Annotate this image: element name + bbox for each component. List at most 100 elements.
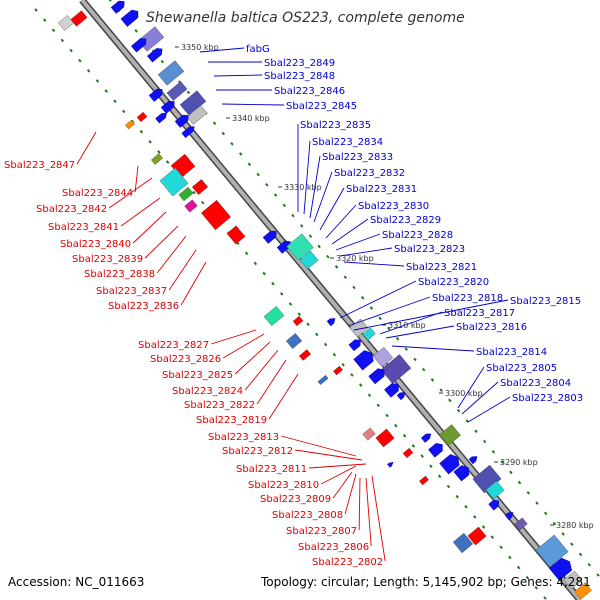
tick-dot (104, 89, 108, 93)
gene-box (535, 534, 569, 568)
tick-dot (587, 562, 592, 567)
forward-gene-label[interactable]: Sbal223_2820 (418, 277, 489, 288)
tick-dot (238, 152, 243, 156)
gene-box (467, 526, 487, 546)
tick-dot (552, 521, 557, 526)
label-leader-line (156, 235, 187, 274)
reverse-gene-label[interactable]: Sbal223_2810 (248, 480, 319, 491)
forward-gene-label[interactable]: fabG (246, 44, 270, 55)
forward-gene-label[interactable]: Sbal223_2804 (500, 378, 571, 389)
label-leader-line (180, 261, 207, 306)
reverse-gene-label[interactable]: Sbal223_2838 (84, 269, 155, 280)
reverse-gene-label[interactable]: Sbal223_2844 (62, 188, 133, 199)
forward-gene-label[interactable]: Sbal223_2849 (264, 58, 335, 69)
forward-gene-label[interactable]: Sbal223_2828 (382, 230, 453, 241)
reverse-gene-label[interactable]: Sbal223_2827 (138, 340, 209, 351)
tick-dot (596, 573, 600, 577)
tick-dot (256, 172, 260, 177)
label-leader-line (234, 341, 271, 375)
reverse-gene-label[interactable]: Sbal223_2806 (298, 542, 369, 553)
tick-dot (543, 511, 548, 516)
reverse-gene-label[interactable]: Sbal223_2812 (222, 446, 293, 457)
forward-gene-label[interactable]: Sbal223_2832 (334, 168, 405, 179)
tick-dot (244, 251, 249, 256)
gene-arrow (160, 100, 175, 114)
forward-gene-label[interactable]: Sbal223_2814 (476, 347, 547, 358)
tick-dot (561, 532, 565, 536)
forward-gene-label[interactable]: Sbal223_2848 (264, 71, 335, 82)
tick-dot (253, 261, 258, 266)
label-leader-line (365, 477, 372, 547)
tick-dot (456, 408, 461, 413)
gene-box (563, 570, 583, 590)
tick-dot (288, 302, 293, 306)
reverse-gene-label[interactable]: Sbal223_2847 (4, 160, 75, 171)
gene-box (157, 60, 185, 86)
reverse-gene-label[interactable]: Sbal223_2809 (260, 494, 331, 505)
reverse-gene-label[interactable]: Sbal223_2836 (108, 301, 179, 312)
kbp-tick-label: 3350 kbp (181, 43, 219, 52)
tick-dot (378, 316, 382, 321)
reverse-gene-label[interactable]: Sbal223_2813 (208, 432, 279, 443)
tick-dot (279, 292, 284, 296)
tick-dot (343, 275, 348, 280)
gene-box (333, 365, 343, 376)
forward-gene-label[interactable]: Sbal223_2823 (394, 244, 465, 255)
tick-dot (448, 398, 452, 403)
gene-box (574, 582, 592, 600)
tick-dot (139, 129, 144, 134)
forward-gene-label[interactable]: Sbal223_2831 (346, 184, 417, 195)
forward-gene-label[interactable]: Sbal223_2818 (432, 293, 503, 304)
tick-dot (86, 69, 91, 73)
reverse-gene-label[interactable]: Sbal223_2807 (286, 526, 357, 537)
tick-dot (543, 596, 547, 600)
forward-gene-label[interactable]: Sbal223_2817 (444, 308, 515, 319)
forward-gene-label[interactable]: Sbal223_2829 (370, 215, 441, 226)
gene-features (57, 0, 592, 600)
tick-dot (271, 281, 275, 286)
reverse-gene-label[interactable]: Sbal223_2842 (36, 204, 107, 215)
tick-dot (186, 90, 191, 95)
forward-gene-label[interactable]: Sbal223_2821 (406, 262, 477, 273)
forward-gene-label[interactable]: Sbal223_2805 (486, 363, 557, 374)
reverse-gene-label[interactable]: Sbal223_2841 (48, 222, 119, 233)
forward-gene-label[interactable]: Sbal223_2815 (510, 296, 581, 307)
forward-gene-label[interactable]: Sbal223_2833 (322, 152, 393, 163)
reverse-gene-label[interactable]: Sbal223_2811 (236, 464, 307, 475)
forward-gene-label[interactable]: Sbal223_2830 (358, 201, 429, 212)
reverse-gene-label[interactable]: Sbal223_2819 (196, 415, 267, 426)
forward-gene-label[interactable]: Sbal223_2803 (512, 393, 583, 404)
gene-box (362, 327, 376, 341)
tick-dot (273, 193, 278, 197)
forward-gene-label[interactable]: Sbal223_2835 (300, 120, 371, 131)
reverse-gene-label[interactable]: Sbal223_2822 (184, 400, 255, 411)
label-leader-line (120, 197, 161, 227)
gene-box (375, 428, 395, 448)
forward-gene-label[interactable]: Sbal223_2834 (312, 137, 383, 148)
reverse-gene-label[interactable]: Sbal223_2840 (60, 239, 131, 250)
label-leader-line (213, 74, 263, 77)
forward-gene-label[interactable]: Sbal223_2846 (274, 86, 345, 97)
reverse-gene-label[interactable]: Sbal223_2824 (172, 386, 243, 397)
reverse-gene-label[interactable]: Sbal223_2802 (312, 557, 383, 568)
reverse-gene-label[interactable]: Sbal223_2825 (162, 370, 233, 381)
reverse-gene-label[interactable]: Sbal223_2826 (150, 354, 221, 365)
gene-box (125, 119, 135, 130)
tick-dot (516, 565, 521, 570)
tick-dot (341, 363, 345, 367)
forward-gene-label[interactable]: Sbal223_2845 (286, 101, 357, 112)
reverse-gene-label[interactable]: Sbal223_2839 (72, 254, 143, 265)
ticks-right (108, 0, 600, 577)
label-leader-line (268, 373, 299, 420)
label-leader-line (211, 329, 257, 345)
kbp-tick-label: 3320 kbp (336, 254, 374, 263)
reverse-gene-label[interactable]: Sbal223_2808 (272, 510, 343, 521)
tick-dot (69, 48, 73, 53)
tick-dot (413, 357, 417, 362)
forward-gene-label[interactable]: Sbal223_2816 (456, 322, 527, 333)
label-leader-line (391, 345, 475, 352)
tick-dot (282, 203, 287, 208)
reverse-gene-label[interactable]: Sbal223_2837 (96, 286, 167, 297)
tick-dot (358, 383, 363, 387)
